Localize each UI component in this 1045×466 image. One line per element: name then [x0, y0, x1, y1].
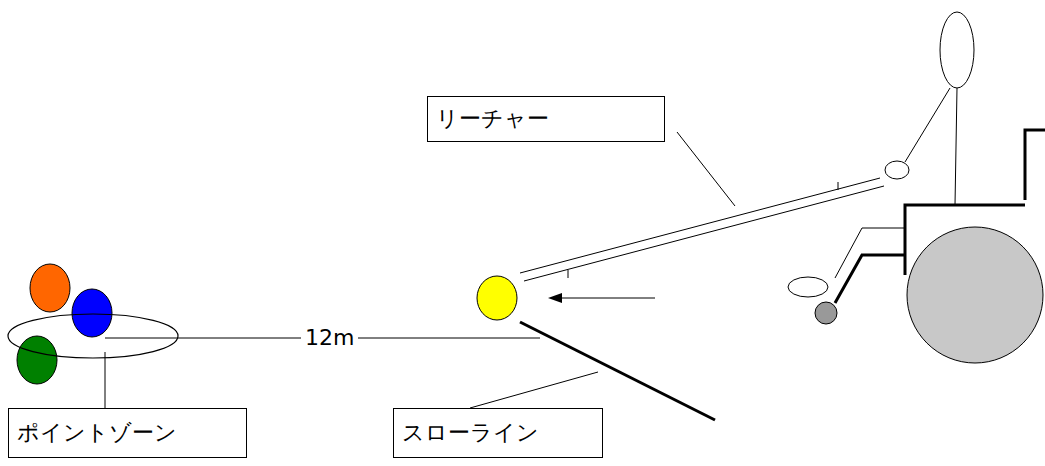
- reacher: [838, 182, 839, 190]
- leg: [835, 228, 862, 278]
- leg: [862, 228, 905, 229]
- reacher: [568, 270, 569, 278]
- wheelchair-seat: [905, 205, 1025, 275]
- wheel: [907, 227, 1043, 363]
- foot: [788, 277, 828, 297]
- head: [940, 12, 974, 88]
- label-box: リーチャー: [427, 96, 665, 142]
- leader-line: [677, 132, 735, 206]
- body: [955, 88, 957, 205]
- leader-line: [470, 372, 598, 408]
- label-text: リーチャー: [436, 106, 549, 132]
- wheelchair-back: [1025, 130, 1045, 200]
- label-text: ポイントゾーン: [17, 420, 177, 446]
- direction-arrow: [560, 298, 655, 299]
- point-zone-ring: [8, 314, 178, 358]
- yellow-ball: [477, 276, 517, 320]
- green-ball: [17, 336, 57, 384]
- label-box: スローライン: [393, 408, 603, 458]
- hand: [885, 161, 909, 179]
- throw-line: [520, 322, 715, 420]
- arrow-head: [548, 293, 562, 303]
- footrest: [835, 255, 905, 303]
- dimension-label: 12m: [301, 325, 358, 351]
- blue-ball: [72, 289, 112, 337]
- reacher: [524, 186, 884, 281]
- arm: [905, 88, 950, 162]
- label-box: ポイントゾーン: [8, 408, 247, 458]
- reacher: [520, 178, 880, 273]
- caster: [815, 302, 837, 324]
- label-text: スローライン: [402, 420, 539, 446]
- leader-line: [105, 352, 106, 408]
- orange-ball: [30, 264, 70, 312]
